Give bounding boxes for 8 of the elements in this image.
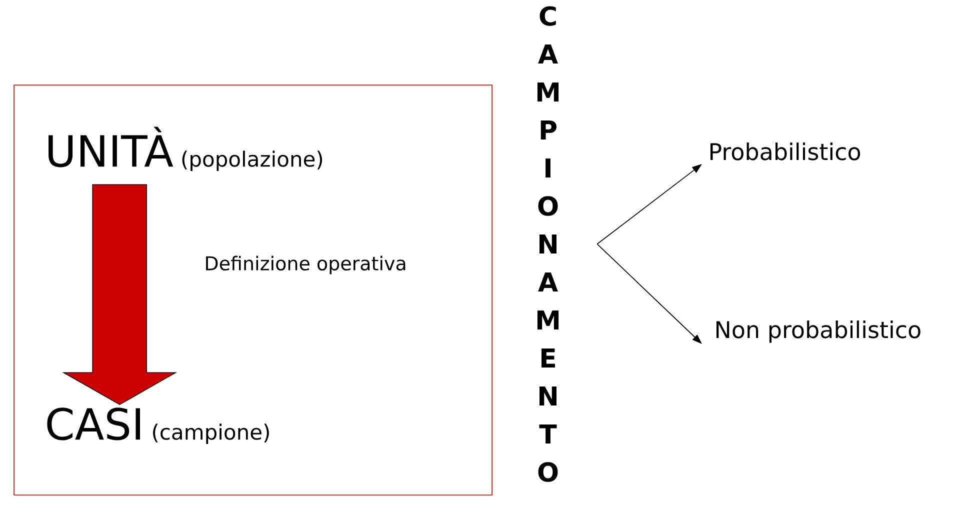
label-text: UNITÀ (popolazione) (48, 126, 322, 171)
label-text: CASI (campione) (47, 408, 269, 444)
frame-box (14, 84, 492, 496)
edge-label: Definizione operativa (206, 256, 406, 274)
label-text: Probabilistico (710, 142, 860, 160)
block-arrow (62, 184, 178, 406)
label-text: Non probabilistico (716, 320, 920, 343)
vertical-text: CAMPIONAMENTO (537, 6, 559, 482)
